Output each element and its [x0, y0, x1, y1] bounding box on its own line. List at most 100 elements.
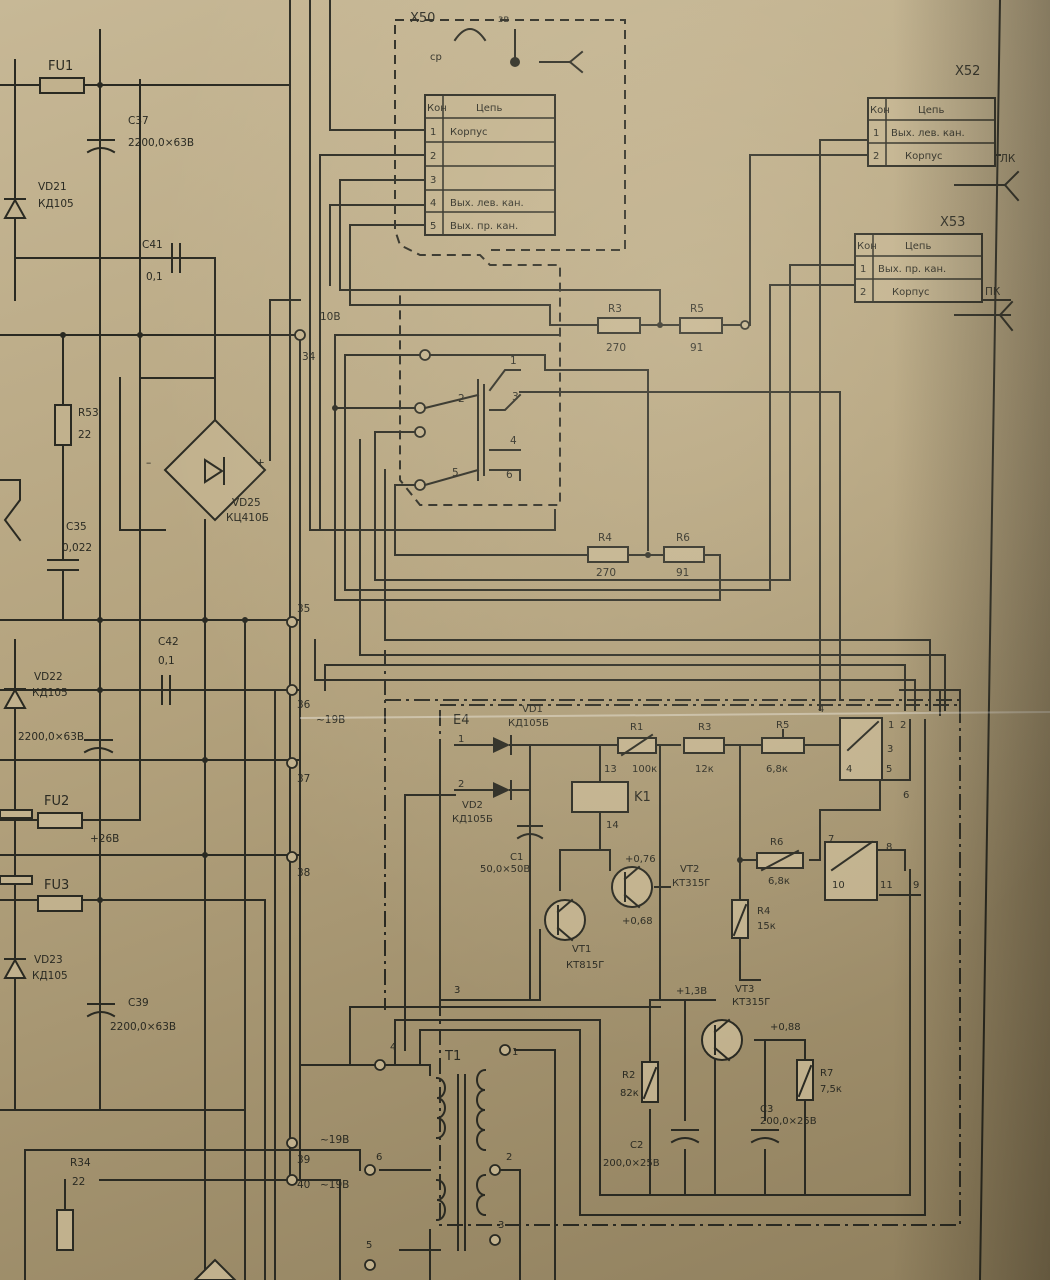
x52-pin-1: 1	[873, 128, 879, 139]
c1-label: C1	[510, 852, 523, 863]
capacitor-c2: C2 200,0×25В	[603, 1129, 700, 1169]
r6b-value: 6,8к	[768, 876, 790, 887]
vd22-label: VD22	[34, 671, 63, 683]
resistor-r34: R34 22	[56, 1157, 91, 1251]
capacitor-c1: C1 50,0×50В	[480, 825, 544, 875]
t1-pin-4: 4	[390, 1042, 396, 1053]
enclosures	[384, 19, 961, 1226]
capacitor-c41: C41 0,1	[142, 239, 181, 283]
x53-ref: X53	[940, 215, 965, 230]
sw-pin-6: 6	[506, 469, 513, 481]
c42-label: C42	[158, 636, 179, 648]
fu3-label: FU3	[44, 878, 69, 893]
node-34: 34	[302, 351, 316, 363]
x50-ch: ср	[430, 52, 442, 63]
vd25-label: VD25	[232, 497, 261, 509]
vt3-value: КТ315Г	[732, 997, 770, 1008]
vt3-label: VT3	[735, 984, 754, 995]
c39-value: 2200,0×63В	[110, 1021, 176, 1033]
x50-header-circ: Цепь	[476, 103, 502, 114]
x52-name-2: Корпус	[905, 151, 943, 162]
x50-pin-4: 4	[430, 198, 436, 209]
transistor-vt1: VT1 КТ815Г	[544, 898, 604, 971]
transistor-vt3: VT3 КТ315Г +1,3В +0,88	[676, 984, 801, 1062]
fuse-fu2: FU2 +26В	[37, 794, 119, 845]
r3-label: R3	[608, 303, 622, 315]
board-e4: E4 1 2 3 4	[453, 704, 824, 996]
r2b-label: R2	[622, 1070, 635, 1081]
fuse-fu1: FU1	[39, 59, 85, 94]
r3-value: 270	[606, 342, 626, 354]
diode-vd21: VD21 КД105	[3, 181, 74, 219]
c41-value: 0,1	[146, 271, 163, 283]
r34-value: 22	[72, 1176, 85, 1188]
capacitor-c39: C39 2200,0×63В	[86, 997, 176, 1033]
fuse-fu3: FU3	[37, 878, 83, 912]
vd1-value: КД105Б	[508, 718, 549, 729]
vd2-value: КД105Б	[452, 814, 493, 825]
diode-vd2: VD2 КД105Б	[452, 780, 512, 825]
capacitor-c3: C3 200,0×25В	[750, 1104, 817, 1144]
r3b-value: 12к	[695, 764, 714, 775]
vt1-label: VT1	[572, 944, 591, 955]
r7-label: R7	[820, 1068, 833, 1079]
transistor-vt2: +0,76 +0,68 VT2 КТ315Г	[611, 854, 710, 927]
r5-value: 91	[690, 342, 703, 354]
r53-value: 22	[78, 429, 91, 441]
node-10v: 10В	[320, 311, 341, 323]
r1-value: 100к	[632, 764, 657, 775]
r5b-label: R5	[776, 720, 789, 731]
x50-pin-5: 5	[430, 221, 436, 232]
x53-side: ПК	[985, 286, 1001, 298]
r7-value: 7,5к	[820, 1084, 842, 1095]
vd21-label: VD21	[38, 181, 67, 193]
connector-x50: X50 ср зв Кон Цепь 1 Корпус 2 3 4 Вых. л…	[410, 11, 584, 236]
sw-pin-4: 4	[510, 435, 517, 447]
p8: 8	[886, 842, 892, 853]
r6-label: R6	[676, 532, 690, 544]
r34-label: R34	[70, 1157, 91, 1169]
vd23-value: КД105	[32, 970, 68, 982]
sw-pin-5: 5	[452, 467, 459, 479]
c2-value: 200,0×25В	[603, 1158, 660, 1169]
x50-pin-2: 2	[430, 151, 436, 162]
relay-contacts: 1 2 3 4 5 6 7 8 9 10 11	[824, 717, 919, 901]
x52-pin-2: 2	[873, 151, 879, 162]
k1-label: K1	[634, 790, 651, 805]
p10: 10	[832, 880, 845, 891]
r4b-label: R4	[757, 906, 770, 917]
c37-value: 2200,0×63В	[128, 137, 194, 149]
resistor-r2-board: R2 82к	[620, 1061, 659, 1103]
v068-label: +0,68	[622, 916, 653, 927]
x52-side: ЛК	[1000, 153, 1016, 165]
node-37: 37	[297, 773, 310, 785]
t1-pin-3: 3	[498, 1220, 504, 1231]
c42-value: 0,1	[158, 655, 175, 667]
x50-name-5: Вых. пр. кан.	[450, 221, 518, 232]
x50-pin-1: 1	[430, 127, 436, 138]
t1-pin-5: 5	[366, 1240, 372, 1251]
transformer-t1: T1 4 1 2 6 3 5	[364, 1042, 518, 1271]
resistor-r4-board: R4 15к	[731, 899, 776, 939]
x50-name-1: Корпус	[450, 127, 488, 138]
c3-value: 200,0×25В	[760, 1116, 817, 1127]
diode-vd23: VD23 КД105	[3, 954, 68, 982]
connector-x52: X52 Кон Цепь 1 Вых. лев. кан. 2 Корпус Л…	[867, 64, 1020, 202]
x53-header-circ: Цепь	[905, 241, 931, 252]
sw-pin-2: 2	[458, 393, 465, 405]
c37-label: C37	[128, 115, 149, 127]
e4-pin-3: 3	[454, 985, 460, 996]
vd22-value: КД105	[32, 687, 68, 699]
svg-text:–: –	[146, 457, 151, 469]
resistor-r3: R3 270	[597, 303, 641, 354]
vd1-label: VD1	[522, 704, 543, 715]
v13-label: +1,3В	[676, 986, 707, 997]
ac-19-b: ~19В	[320, 1134, 349, 1146]
p1: 1	[888, 720, 894, 731]
t1-pin-1: 1	[512, 1047, 518, 1058]
resistor-r4: R4 270	[587, 532, 629, 579]
p7: 7	[828, 834, 834, 845]
capacitor-c42: C42 0,1	[158, 636, 179, 705]
node-38: 38	[297, 867, 310, 879]
